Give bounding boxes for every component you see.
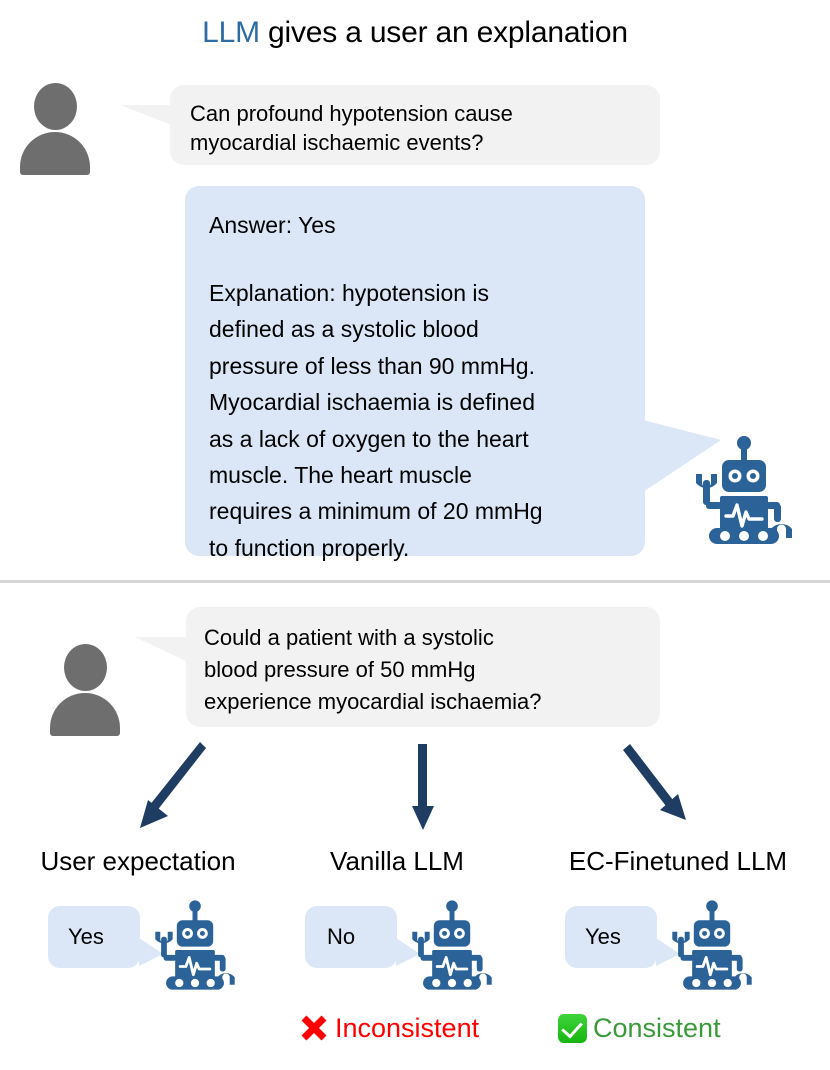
user-avatar-bottom (48, 644, 122, 736)
column-label-ec-finetuned-llm: EC-Finetuned LLM (568, 846, 788, 876)
section-divider (0, 580, 830, 583)
user-question-bubble-bottom: Could a patient with a systolic blood pr… (186, 607, 660, 727)
question-bubble-tail-bottom (135, 637, 190, 663)
user-avatar-top (18, 83, 92, 175)
answer-text-user-expectation: Yes (68, 924, 104, 949)
answer-bubble-tail-user-expectation (139, 938, 163, 966)
verdict-ec-finetuned: Consistent (558, 1012, 721, 1044)
robot-icon-top (696, 436, 792, 544)
user-question-text-bottom: Could a patient with a systolic blood pr… (204, 625, 542, 714)
answer-bubble-ec-finetuned: Yes (565, 906, 657, 968)
answer-bubble-user-expectation: Yes (48, 906, 140, 968)
verdict-text-ec-finetuned: Consistent (593, 1013, 721, 1043)
avatar-body-icon (50, 693, 120, 736)
answer-text-ec-finetuned: Yes (585, 924, 621, 949)
answer-bubble-vanilla-llm: No (305, 906, 397, 968)
verdict-vanilla-llm: Inconsistent (299, 1012, 479, 1044)
llm-explanation-text: Explanation: hypotension is defined as a… (209, 280, 543, 561)
question-bubble-tail-top (120, 105, 172, 125)
answer-bubble-tail (643, 420, 721, 492)
answer-bubble-tail-ec-finetuned (656, 938, 680, 966)
arrow-right (623, 744, 686, 820)
verdict-text-vanilla-llm: Inconsistent (335, 1013, 480, 1043)
check-mark-icon (558, 1013, 587, 1043)
user-question-text-top: Can profound hypotension cause myocardia… (190, 101, 513, 155)
robot-icon-ec-finetuned (672, 900, 752, 990)
page-title: LLM gives a user an explanation (0, 14, 830, 52)
page-title-highlight: LLM (202, 16, 260, 49)
user-question-bubble-top: Can profound hypotension cause myocardia… (170, 85, 660, 165)
arrow-left (140, 742, 206, 828)
answer-bubble-tail-vanilla-llm (396, 938, 420, 966)
column-label-user-expectation: User expectation (40, 846, 236, 876)
page-title-rest: gives a user an explanation (259, 16, 628, 49)
column-label-vanilla-llm: Vanilla LLM (330, 846, 464, 876)
avatar-body-icon (20, 132, 90, 175)
robot-icon-vanilla-llm (412, 900, 492, 990)
avatar-head-icon (34, 83, 77, 130)
branch-arrows (140, 742, 686, 830)
llm-answer-label: Answer: Yes (209, 212, 336, 238)
cross-mark-icon (299, 1013, 329, 1043)
robot-icon-user-expectation (155, 900, 235, 990)
llm-answer-bubble: Answer: Yes Explanation: hypotension is … (185, 186, 645, 561)
avatar-head-icon (64, 644, 107, 691)
arrow-middle (412, 744, 434, 830)
answer-text-vanilla-llm: No (327, 924, 356, 949)
